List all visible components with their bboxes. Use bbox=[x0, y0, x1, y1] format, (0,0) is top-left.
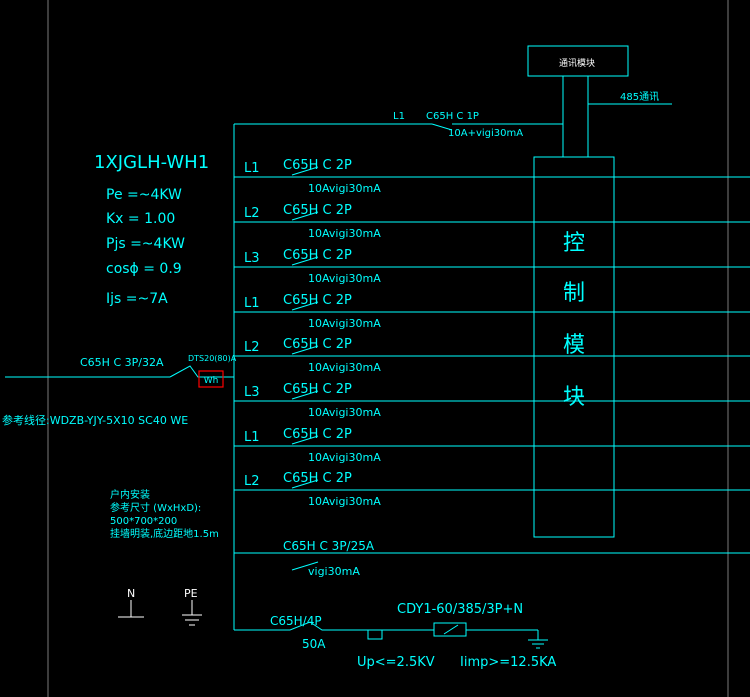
panel-pe: Pe =~4KW bbox=[106, 187, 182, 203]
control-module-box bbox=[533, 156, 615, 538]
panel-ijs: Ijs =~7A bbox=[106, 291, 168, 307]
spd-feeder bbox=[234, 621, 368, 631]
branch-4-breaker: C65H C 2P bbox=[283, 293, 352, 308]
branch-8-phase: L2 bbox=[244, 474, 260, 489]
branch-8-breaker: C65H C 2P bbox=[283, 471, 352, 486]
branch-3-phase: L3 bbox=[244, 251, 260, 266]
comm-module-box bbox=[527, 45, 629, 77]
branch-2-phase: L2 bbox=[244, 206, 260, 221]
branch-4-rcd: 10Avigi30mA bbox=[308, 317, 381, 330]
branch-3-breaker: C65H C 2P bbox=[283, 248, 352, 263]
spd-breaker: C65H/4P bbox=[270, 614, 322, 628]
branch-5-breaker: C65H C 2P bbox=[283, 337, 352, 352]
n-terminal-label: N bbox=[127, 587, 135, 600]
branch-3p-breaker: C65H C 3P/25A bbox=[283, 539, 375, 553]
branch-5-rcd: 10Avigi30mA bbox=[308, 361, 381, 374]
branch-7-breaker: C65H C 2P bbox=[283, 427, 352, 442]
branch-6-phase: L3 bbox=[244, 385, 260, 400]
branch-3p-rcd: vigi30mA bbox=[308, 565, 360, 578]
branch-2-rcd: 10Avigi30mA bbox=[308, 227, 381, 240]
branch-top-switch bbox=[431, 123, 453, 131]
control-module-char-2: 制 bbox=[563, 281, 585, 306]
panel-name: 1XJGLH-WH1 bbox=[94, 152, 209, 173]
panel-cos: cosϕ = 0.9 bbox=[106, 261, 182, 277]
spd-arrester-mark bbox=[443, 624, 459, 635]
branch-top-phase: L1 bbox=[393, 111, 405, 122]
comm-module-label: 通讯模块 bbox=[559, 57, 595, 69]
control-module-char-3: 模 bbox=[563, 333, 585, 358]
panel-pjs: Pjs =~4KW bbox=[106, 236, 185, 252]
install-note-line-3: 500*700*200 bbox=[110, 516, 177, 527]
spd-fuse bbox=[367, 629, 383, 640]
branch-5-switch bbox=[291, 345, 319, 355]
install-note-line-2: 参考尺寸 (WxHxD): bbox=[110, 501, 201, 514]
branch-top-rcd: 10A+vigi30mA bbox=[448, 128, 523, 139]
incoming-link bbox=[169, 365, 234, 378]
branch-8-rcd: 10Avigi30mA bbox=[308, 495, 381, 508]
branch-1-phase: L1 bbox=[244, 161, 260, 176]
control-module-char-4: 块 bbox=[563, 385, 585, 410]
rs485-label: 485通讯 bbox=[620, 91, 659, 103]
incoming-breaker: C65H C 3P/32A bbox=[80, 356, 164, 369]
branch-6-breaker: C65H C 2P bbox=[283, 382, 352, 397]
branch-7-switch bbox=[291, 435, 319, 445]
branch-5-phase: L2 bbox=[244, 340, 260, 355]
spd-model: CDY1-60/385/3P+N bbox=[397, 602, 523, 617]
meter-label: Wh bbox=[204, 376, 219, 386]
branch-2-breaker: C65H C 2P bbox=[283, 203, 352, 218]
branch-6-rcd: 10Avigi30mA bbox=[308, 406, 381, 419]
incoming-cable: 参考线径:WDZB-YJY-5X10 SC40 WE bbox=[2, 413, 188, 427]
branch-3p-switch bbox=[291, 561, 319, 571]
branch-4-switch bbox=[291, 301, 319, 311]
install-note-line-1: 户内安装 bbox=[110, 488, 150, 501]
control-module-char-1: 控 bbox=[563, 231, 585, 256]
branch-1-breaker: C65H C 2P bbox=[283, 158, 352, 173]
branch-4-phase: L1 bbox=[244, 296, 260, 311]
branch-1-switch bbox=[291, 166, 319, 176]
branch-3-rcd: 10Avigi30mA bbox=[308, 272, 381, 285]
spd-rating: 50A bbox=[302, 637, 326, 651]
spd-iimp: Iimp>=12.5KA bbox=[460, 655, 556, 670]
branch-7-phase: L1 bbox=[244, 430, 260, 445]
branch-top-breaker: C65H C 1P bbox=[426, 111, 479, 122]
meter-box bbox=[198, 370, 224, 388]
branch-2-switch bbox=[291, 211, 319, 221]
panel-kx: Kx = 1.00 bbox=[106, 211, 175, 227]
branch-3-switch bbox=[291, 256, 319, 266]
spd-arrester bbox=[433, 622, 467, 637]
install-note-line-4: 挂墙明装,底边距地1.5m bbox=[110, 527, 219, 540]
branch-7-rcd: 10Avigi30mA bbox=[308, 451, 381, 464]
branch-8-switch bbox=[291, 479, 319, 489]
meter-model: DTS20(80)A bbox=[188, 354, 237, 363]
branch-1-rcd: 10Avigi30mA bbox=[308, 182, 381, 195]
pe-terminal-label: PE bbox=[184, 587, 198, 600]
branch-6-switch bbox=[291, 390, 319, 400]
spd-up: Up<=2.5KV bbox=[357, 655, 435, 670]
